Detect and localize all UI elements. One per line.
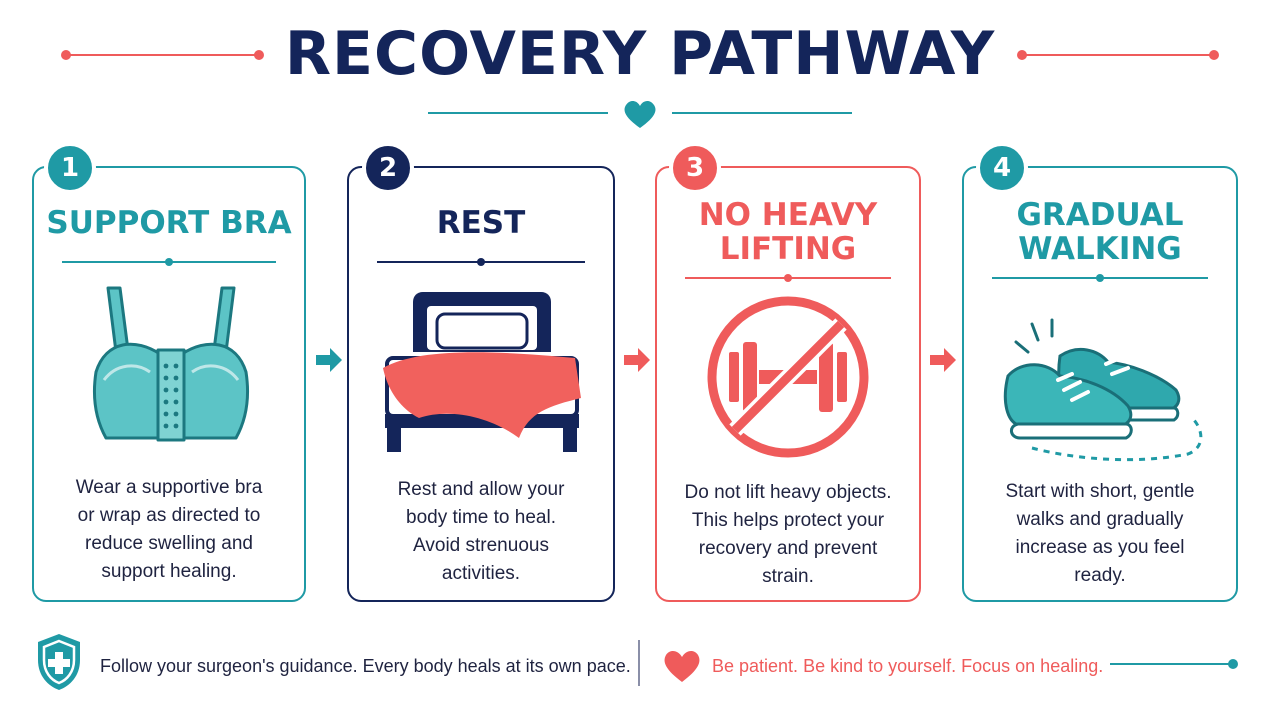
footer-line-dot	[1228, 659, 1238, 669]
title-left-line	[66, 54, 258, 56]
step-title-line: NO HEAVY	[698, 197, 878, 233]
step-description: Rest and allow your body time to heal. A…	[365, 476, 597, 588]
heart-icon	[664, 651, 700, 682]
step-description: Start with short, gentle walks and gradu…	[980, 478, 1220, 590]
step-title-line: REST	[436, 205, 526, 241]
arrow-right-icon	[316, 348, 342, 372]
title-right-dot-end	[1209, 50, 1219, 60]
footer-encouragement-text: Be patient. Be kind to yourself. Focus o…	[712, 656, 1104, 676]
step-card-support-bra: SUPPORT BRA Wear a supportive bra or wra…	[32, 166, 306, 602]
step-number-badge: 1	[44, 142, 96, 194]
bra-icon	[92, 286, 250, 442]
separator-dot	[784, 274, 792, 282]
footer-divider	[638, 640, 640, 686]
step-description-line: This helps protect your	[691, 510, 885, 531]
step-description-line: Do not lift heavy objects.	[684, 482, 892, 503]
step-separator	[992, 274, 1208, 282]
step-description-line: ready.	[1074, 565, 1126, 586]
step-title-line: LIFTING	[719, 231, 857, 267]
step-title-line: WALKING	[1018, 231, 1182, 267]
step-description-line: increase as you feel	[1015, 537, 1185, 558]
step-description-line: Start with short, gentle	[1005, 481, 1195, 502]
step-description-line: activities.	[441, 563, 521, 584]
step-card-no-heavy-lifting: NO HEAVY LIFTING Do not lift heavy objec…	[655, 166, 921, 602]
bed-icon	[383, 292, 581, 452]
footer-guidance-text: Follow your surgeon's guidance. Every bo…	[100, 656, 631, 676]
title-left-dot-end	[254, 50, 264, 60]
title-right-line	[1022, 54, 1214, 56]
title-underline-right	[672, 112, 852, 114]
step-title-line: GRADUAL	[1016, 197, 1184, 233]
step-card-gradual-walking: GRADUAL WALKING Start with short, gentle…	[962, 166, 1238, 602]
step-number-badge: 2	[362, 142, 414, 194]
separator-dot	[165, 258, 173, 266]
step-separator	[377, 258, 585, 266]
step-description-line: Wear a supportive bra	[75, 477, 263, 498]
step-description-line: body time to heal.	[406, 507, 556, 528]
step-description-line: or wrap as directed to	[77, 505, 261, 526]
step-description-line: strain.	[762, 566, 814, 587]
title-right-dot-start	[1017, 50, 1027, 60]
step-separator	[62, 258, 276, 266]
arrow-right-icon	[624, 348, 650, 372]
step-card-rest: REST Rest and allow your body time to he…	[347, 166, 615, 602]
step-description: Wear a supportive bra or wrap as directe…	[50, 474, 288, 586]
heart-icon	[624, 100, 656, 128]
step-description-line: recovery and prevent	[698, 538, 878, 559]
shield-plus-icon	[38, 634, 80, 690]
step-number-badge: 4	[976, 142, 1028, 194]
footer-line	[1110, 663, 1230, 665]
arrow-right-icon	[930, 348, 956, 372]
title-underline-left	[428, 112, 608, 114]
no-dumbbell-icon	[707, 296, 869, 458]
step-description: Do not lift heavy objects. This helps pr…	[673, 479, 903, 591]
page-title: RECOVERY PATHWAY	[284, 19, 996, 89]
step-description-line: walks and gradually	[1016, 509, 1184, 530]
separator-dot	[477, 258, 485, 266]
step-number-badge: 3	[669, 142, 721, 194]
step-description-line: support healing.	[101, 561, 237, 582]
step-description-line: reduce swelling and	[85, 533, 253, 554]
step-description-line: Rest and allow your	[397, 479, 565, 500]
separator-dot	[1096, 274, 1104, 282]
sneakers-icon	[1003, 318, 1203, 462]
step-title-line: SUPPORT BRA	[46, 205, 292, 241]
step-separator	[685, 274, 891, 282]
title-left-dot-start	[61, 50, 71, 60]
step-description-line: Avoid strenuous	[413, 535, 549, 556]
